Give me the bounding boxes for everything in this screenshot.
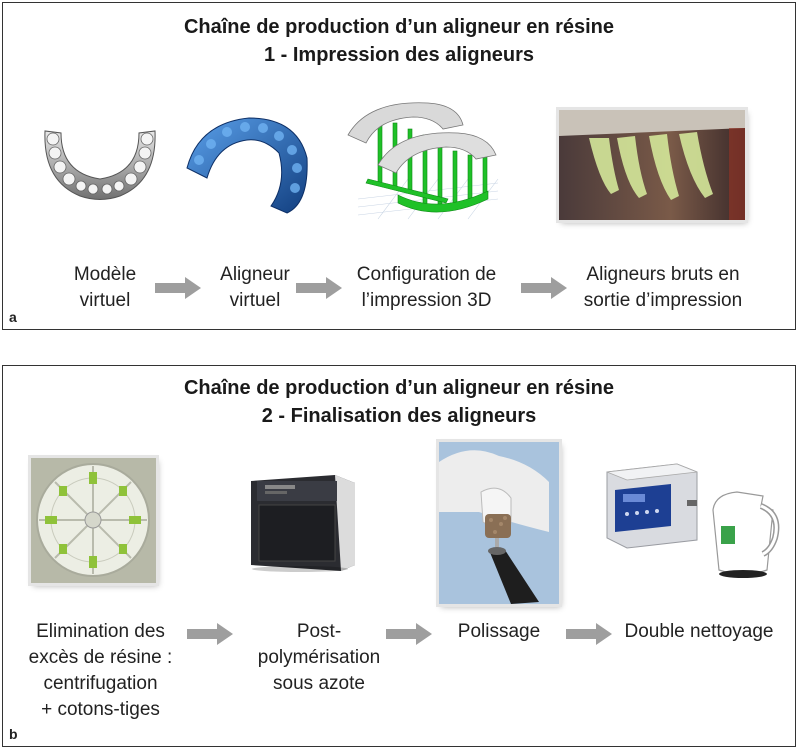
- step-a3-label: Configuration de l’impression 3D: [356, 264, 497, 311]
- print-setup-icon: [338, 95, 503, 225]
- panel-a-title: Chaîne de production d’un aligneur en ré…: [3, 13, 795, 69]
- step-a2: Aligneur virtuel: [195, 262, 315, 314]
- step-b4: Double nettoyage: [609, 619, 789, 645]
- cleaner-kettle-icon: [603, 454, 783, 584]
- panel-a-letter: a: [9, 309, 17, 325]
- virtual-aligner-icon: [179, 108, 314, 218]
- arrow-right-icon: [566, 623, 612, 645]
- panel-b-title-line1: Chaîne de production d’un aligneur en ré…: [183, 377, 615, 399]
- arrow-right-icon: [296, 277, 342, 299]
- step-a1: Modèle virtuel: [45, 262, 165, 314]
- panel-b-letter: b: [9, 726, 18, 742]
- step-a3: Configuration de l’impression 3D: [339, 262, 514, 314]
- step-a4: Aligneurs bruts en sortie d’impression: [563, 262, 763, 314]
- step-b4-label: Double nettoyage: [624, 621, 774, 642]
- centrifuge-photo-icon: [31, 458, 156, 583]
- dental-model-icon: [35, 111, 165, 206]
- panel-a-title-line2: 1 - Impression des aligneurs: [263, 44, 535, 66]
- panel-b-title-line2: 2 - Finalisation des aligneurs: [261, 405, 537, 427]
- step-a4-label: Aligneurs bruts en sortie d’impression: [583, 264, 743, 311]
- panel-b-title: Chaîne de production d’un aligneur en ré…: [3, 374, 795, 430]
- step-a2-label: Aligneur virtuel: [220, 264, 290, 311]
- step-b1: Elimination des excès de résine : centri…: [13, 619, 188, 723]
- raw-aligners-photo-icon: [559, 110, 745, 220]
- arrow-right-icon: [187, 623, 233, 645]
- panel-b: Chaîne de production d’un aligneur en ré…: [2, 365, 796, 747]
- step-a1-label: Modèle virtuel: [73, 264, 137, 311]
- step-b2: Post- polymérisation sous azote: [249, 619, 389, 697]
- arrow-right-icon: [521, 277, 567, 299]
- arrow-right-icon: [386, 623, 432, 645]
- panel-a: Chaîne de production d’un aligneur en ré…: [2, 2, 796, 330]
- step-b3: Polissage: [439, 619, 559, 645]
- step-b2-label: Post- polymérisation sous azote: [257, 621, 381, 694]
- step-b1-label: Elimination des excès de résine : centri…: [28, 621, 173, 720]
- arrow-right-icon: [155, 277, 201, 299]
- panel-a-title-line1: Chaîne de production d’un aligneur en ré…: [183, 16, 615, 38]
- step-b3-label: Polissage: [457, 621, 541, 642]
- polishing-photo-icon: [439, 442, 559, 604]
- curing-unit-icon: [245, 469, 360, 574]
